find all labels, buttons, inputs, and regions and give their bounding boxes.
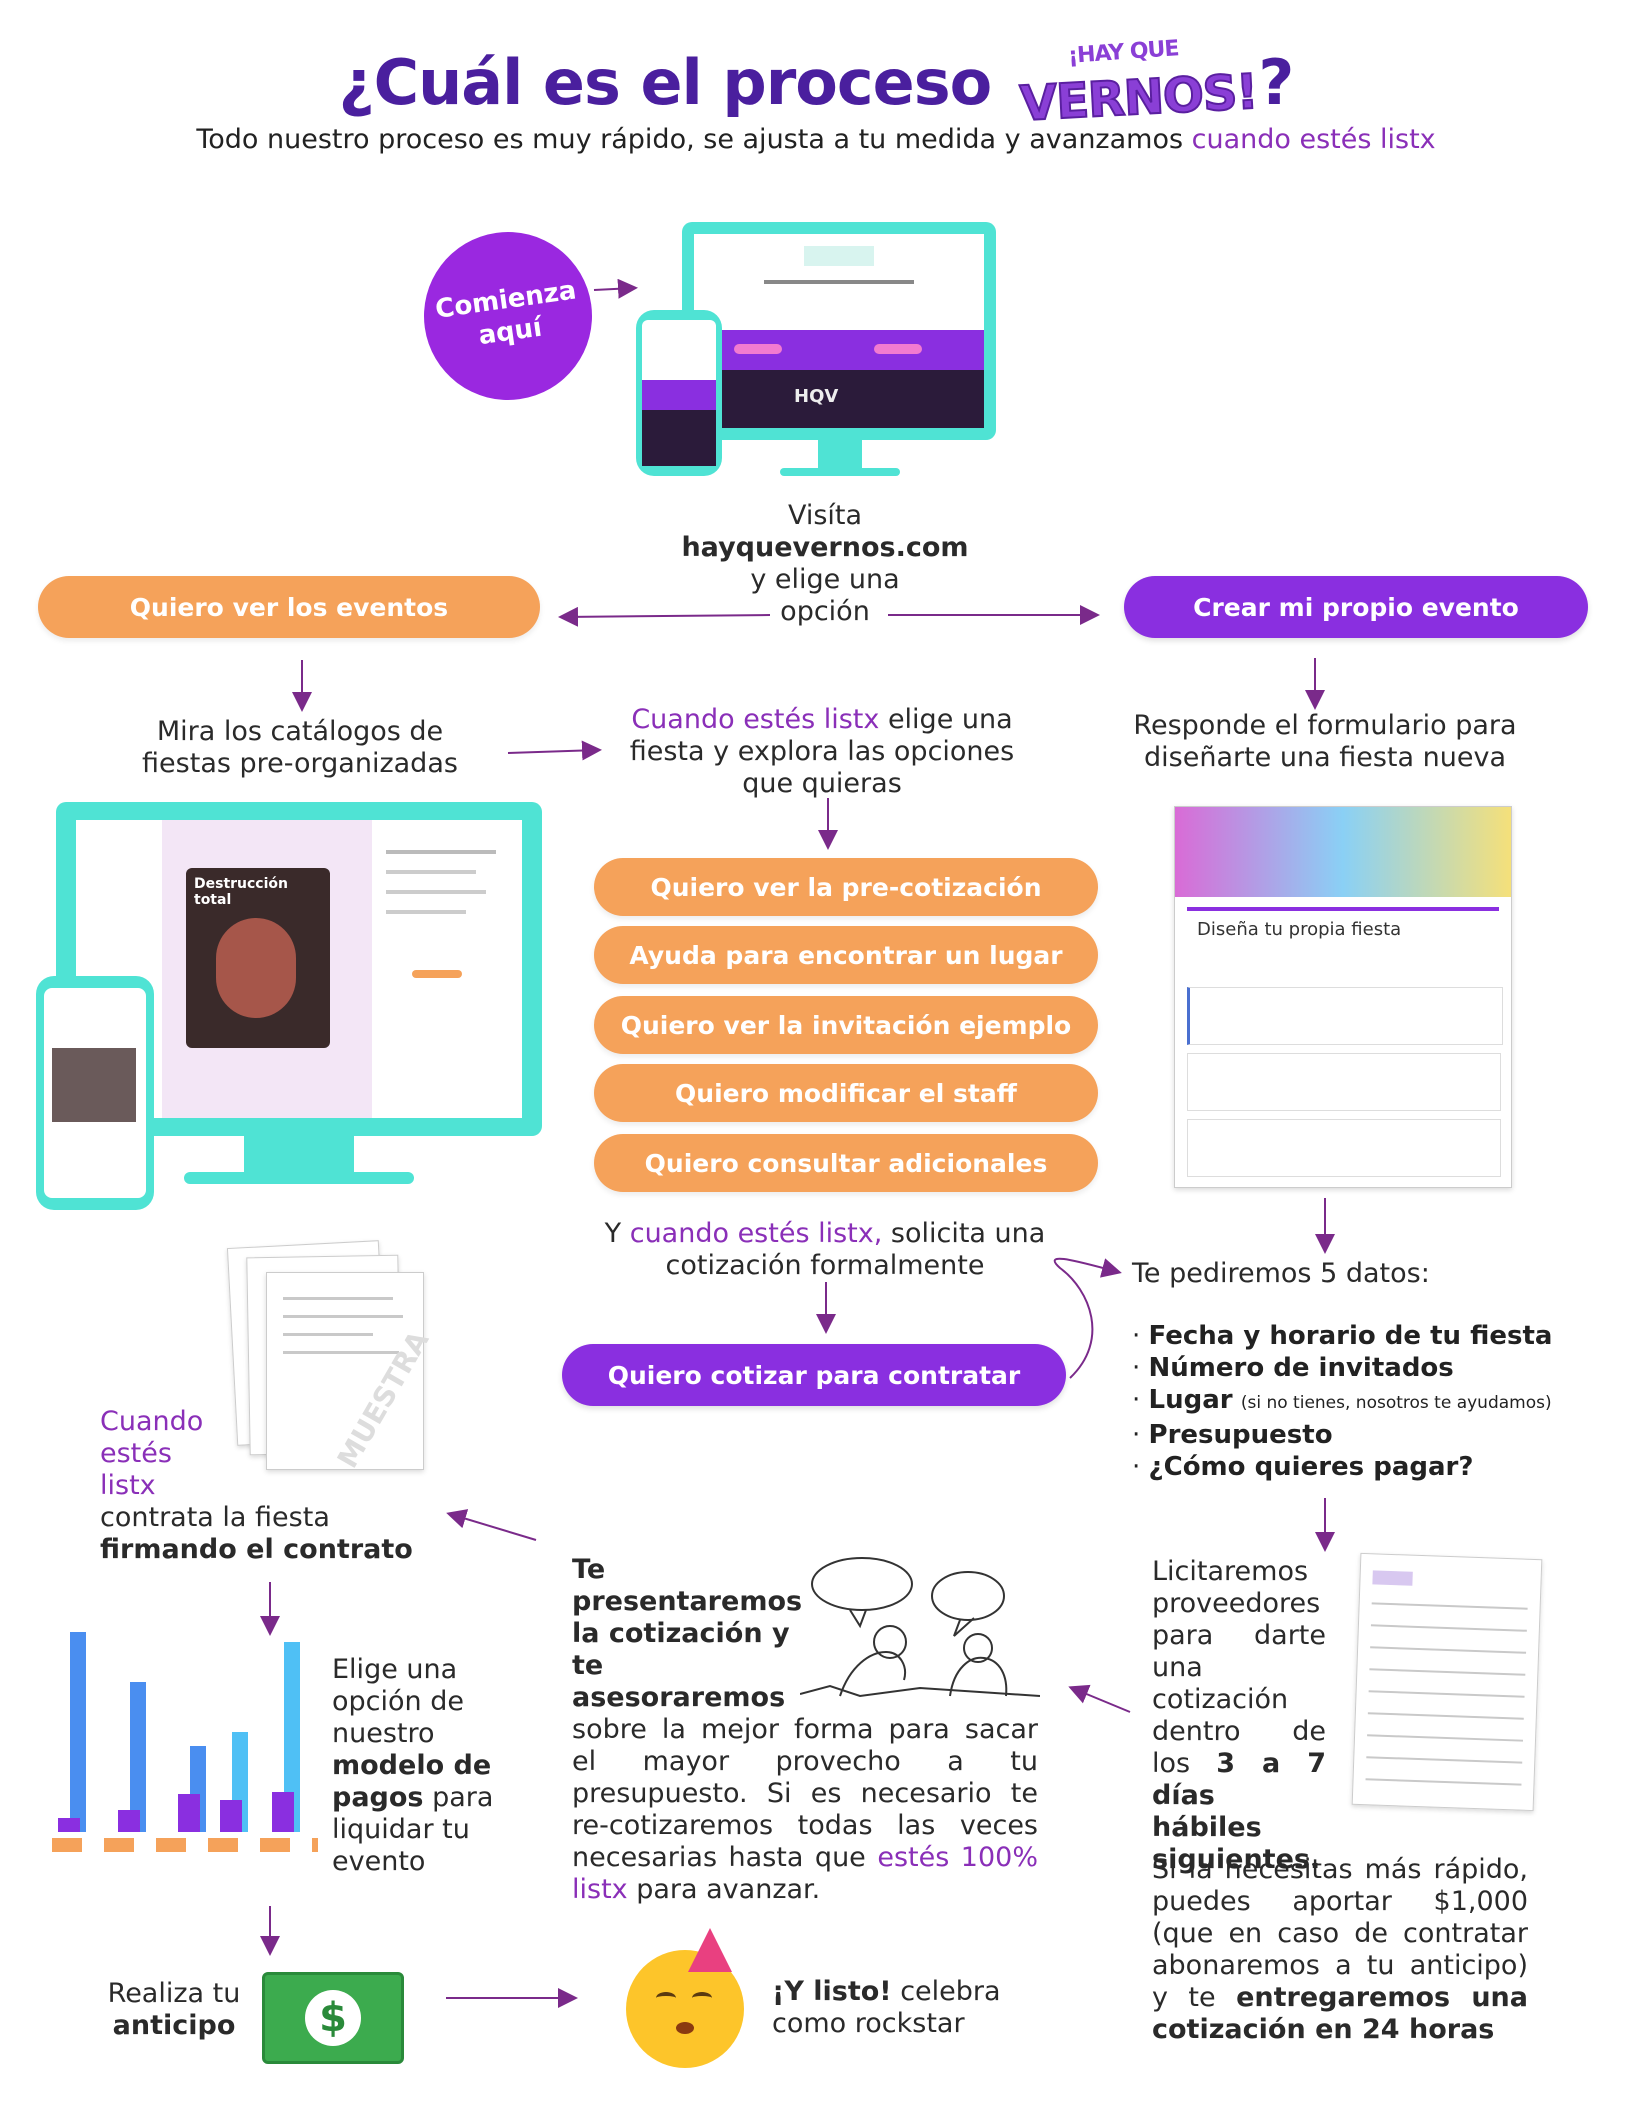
arrow-catalog-to-choose: [507, 740, 602, 761]
visit-text: Visíta hayquevernos.com y elige una opci…: [660, 500, 990, 628]
choose-step-text: Cuando estés listx elige una fiesta y ex…: [622, 704, 1022, 800]
data-item: · Número de invitados: [1132, 1353, 1454, 1383]
subtitle-highlight: cuando estés listx: [1191, 124, 1436, 155]
visit-line3: y elige una: [750, 564, 900, 595]
form-field-title: Diseña tu propia fiesta: [1197, 919, 1402, 940]
option-find-venue[interactable]: Ayuda para encontrar un lugar: [594, 926, 1098, 984]
view-events-button[interactable]: Quiero ver los eventos: [38, 576, 540, 638]
catalog-step-text: Mira los catálogos de fiestas pre-organi…: [142, 716, 458, 779]
present-body: sobre la mejor forma para sacar el mayor…: [572, 1714, 1038, 1873]
data-item: · Fecha y horario de tu fiesta: [1132, 1321, 1553, 1351]
fast-bold: entregaremos una cotización en 24 horas: [1152, 1982, 1529, 2045]
option-extras[interactable]: Quiero consultar adicionales: [594, 1134, 1098, 1192]
request-prefix: Y: [604, 1218, 630, 1249]
visit-line4: opción: [780, 596, 870, 627]
payment-body: Elige una opción de nuestro: [332, 1654, 464, 1749]
arrow-to-events: [558, 606, 771, 627]
dollar-icon: $: [305, 1990, 361, 2046]
finish-text: ¡Y listo! celebra como rockstar: [772, 1976, 1012, 2040]
data-item: · ¿Cómo quieres pagar?: [1132, 1452, 1474, 1482]
contract-text: Cuando estés listx contrata la fiesta fi…: [100, 1406, 420, 1566]
contract-line: contrata la fiesta: [100, 1502, 330, 1533]
subtitle-main: Todo nuestro proceso es muy rápido, se a…: [196, 124, 1192, 155]
option-pre-quote[interactable]: Quiero ver la pre-cotización: [594, 858, 1098, 916]
data-item: · Lugar (si no tienes, nosotros te ayuda…: [1132, 1385, 1552, 1415]
create-event-button[interactable]: Crear mi propio evento: [1124, 576, 1588, 638]
arrow-quote-to-data: [1053, 1257, 1122, 1379]
logo-top-text: ¡HAY QUE: [1067, 36, 1180, 69]
visit-site[interactable]: hayquevernos.com: [681, 532, 969, 563]
mockup-logo: HQV: [794, 386, 839, 407]
fast-quote-text: Si la necesitas más rápido, puedes aport…: [1152, 1854, 1528, 2046]
choose-rest: elige una fiesta y explora las opciones …: [629, 704, 1015, 799]
slide-caption: Destrucción total: [194, 876, 288, 908]
payment-text: Elige una opción de nuestro modelo de pa…: [332, 1654, 512, 1878]
bid-body: Licitaremos proveedores para darte una c…: [1152, 1556, 1326, 1779]
contract-highlight: Cuando estés listx: [100, 1406, 204, 1501]
page-title: ¿Cuál es el proceso ¡HAY QUE VERNOS! ?: [0, 36, 1632, 133]
contract-bold: firmando el contrato: [100, 1534, 413, 1565]
present-bold: Te presentaremos la cotización y te ases…: [572, 1554, 803, 1713]
present-end: para avanzar.: [627, 1874, 821, 1905]
title-prefix: ¿Cuál es el proceso: [338, 46, 993, 120]
arrow-start-to-site: [593, 278, 638, 299]
present-highlight: estés 100% listx: [572, 1842, 1038, 1905]
catalog-phone-mockup: [36, 976, 154, 1210]
option-invitation[interactable]: Quiero ver la invitación ejemplo: [594, 996, 1098, 1054]
site-phone-mockup: [636, 310, 722, 476]
finish-bold: ¡Y listo!: [772, 1976, 892, 2007]
bid-text: Licitaremos proveedores para darte una c…: [1152, 1556, 1326, 1876]
site-desktop-mockup: HQV: [682, 222, 996, 440]
finish-body: celebra como rockstar: [772, 1976, 1001, 2039]
data-item: · Presupuesto: [1132, 1420, 1333, 1450]
quote-sheet: [1351, 1552, 1543, 1812]
logo-main-text: VERNOS!: [1017, 63, 1259, 133]
money-bill-icon: $: [262, 1972, 404, 2064]
request-text: Y cuando estés listx, solicita una cotiz…: [600, 1218, 1050, 1282]
payment-bold: modelo de pagos: [332, 1750, 492, 1813]
arrow-present-to-contract: [446, 1509, 537, 1541]
form-step-text: Responde el formulario para diseñarte un…: [1133, 710, 1517, 773]
fast-body: Si la necesitas más rápido, puedes aport…: [1152, 1854, 1528, 2013]
form-mockup: Diseña tu propia fiesta: [1174, 806, 1512, 1188]
data-intro: Te pediremos 5 datos:: [1132, 1258, 1430, 1289]
option-staff[interactable]: Quiero modificar el staff: [594, 1064, 1098, 1122]
title-suffix: ?: [1258, 46, 1294, 120]
party-face-icon: [626, 1928, 744, 2068]
advance-text: Realiza tu anticipo: [107, 1978, 241, 2041]
conversation-illustration: [800, 1557, 1040, 1698]
payment-models-illustration: [52, 1632, 318, 1872]
request-highlight: cuando estés listx,: [629, 1218, 883, 1249]
payment-end: para liquidar tu evento: [332, 1782, 494, 1877]
brand-logo: ¡HAY QUE VERNOS!: [1017, 36, 1259, 133]
bid-bold: 3 a 7 días hábiles siguientes.: [1152, 1748, 1326, 1875]
choose-highlight: Cuando estés listx: [631, 704, 880, 735]
arrow-bid-to-present: [1068, 1684, 1131, 1713]
visit-line1: Visíta: [787, 500, 863, 531]
contract-doc-front: MUESTRA: [266, 1272, 435, 1474]
data-list: · Fecha y horario de tu fiesta · Número …: [1132, 1320, 1622, 1483]
present-text: Te presentaremos la cotización y te ases…: [572, 1554, 1038, 1906]
request-rest: solicita una cotización formalmente: [665, 1218, 1046, 1281]
subtitle: Todo nuestro proceso es muy rápido, se a…: [0, 124, 1632, 155]
quote-to-hire-button[interactable]: Quiero cotizar para contratar: [562, 1344, 1066, 1406]
